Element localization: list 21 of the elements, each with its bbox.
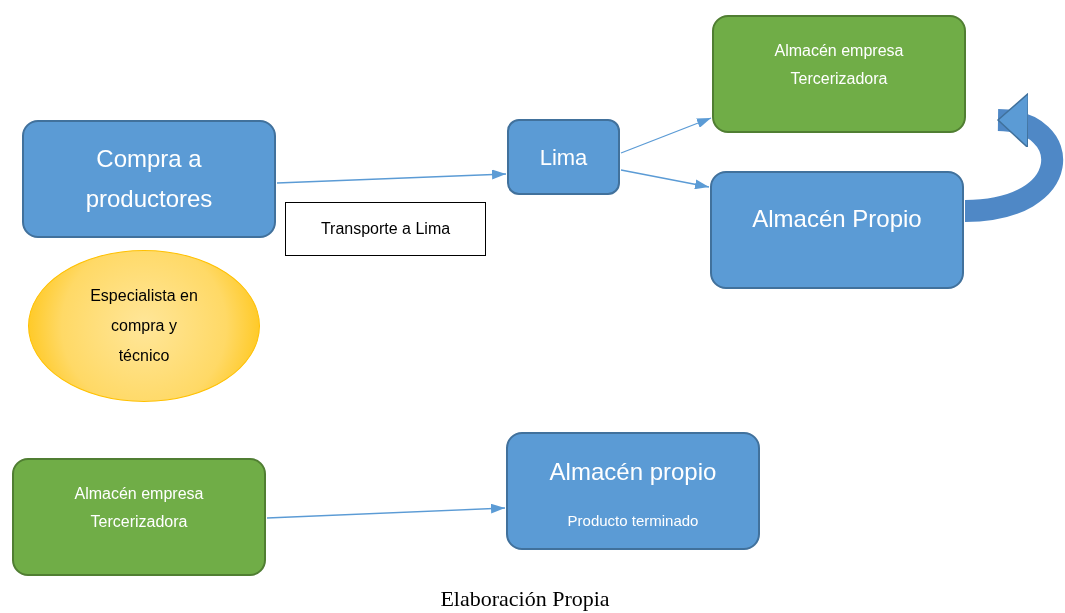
arrow bbox=[620, 117, 712, 154]
node-text: Almacén propio bbox=[549, 457, 717, 487]
node-text: Especialista en compra y técnico bbox=[89, 286, 199, 366]
node-text: Producto terminado bbox=[567, 511, 699, 531]
node-text: Transporte a Lima bbox=[320, 219, 451, 239]
process-box bbox=[22, 120, 276, 238]
node-text: Almacén empresa Tercerizadora bbox=[773, 41, 905, 89]
process-box bbox=[506, 432, 760, 550]
process-box bbox=[12, 458, 266, 576]
process-box bbox=[712, 15, 966, 133]
process-box bbox=[507, 119, 620, 195]
arrow bbox=[620, 169, 710, 190]
node-text: Almacén Propio bbox=[752, 204, 922, 234]
label-box bbox=[285, 202, 486, 256]
arrow bbox=[266, 503, 506, 519]
process-box bbox=[710, 171, 964, 289]
node-text: Lima bbox=[539, 143, 588, 172]
arrow bbox=[276, 169, 507, 184]
node-text: Compra a productores bbox=[84, 144, 214, 214]
caption: Elaboración Propia bbox=[439, 585, 611, 613]
node-text: Almacén empresa Tercerizadora bbox=[73, 484, 205, 532]
